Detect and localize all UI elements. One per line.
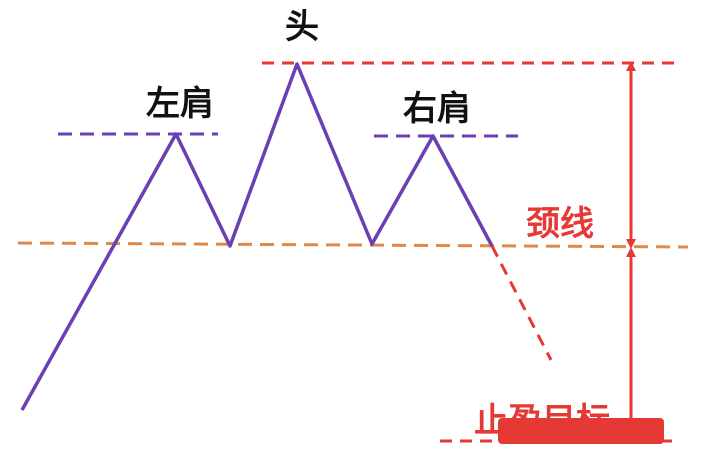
neckline-guide-line — [17, 241, 689, 249]
breakdown-projection-line — [490, 245, 553, 361]
head-label: 头 — [285, 7, 319, 47]
left-shoulder-label: 左肩 — [146, 84, 214, 124]
right-shoulder-label: 右肩 — [403, 89, 471, 129]
neckline-label: 颈线 — [526, 204, 594, 244]
price-path-line — [20, 62, 494, 411]
redaction-bar — [498, 418, 664, 444]
